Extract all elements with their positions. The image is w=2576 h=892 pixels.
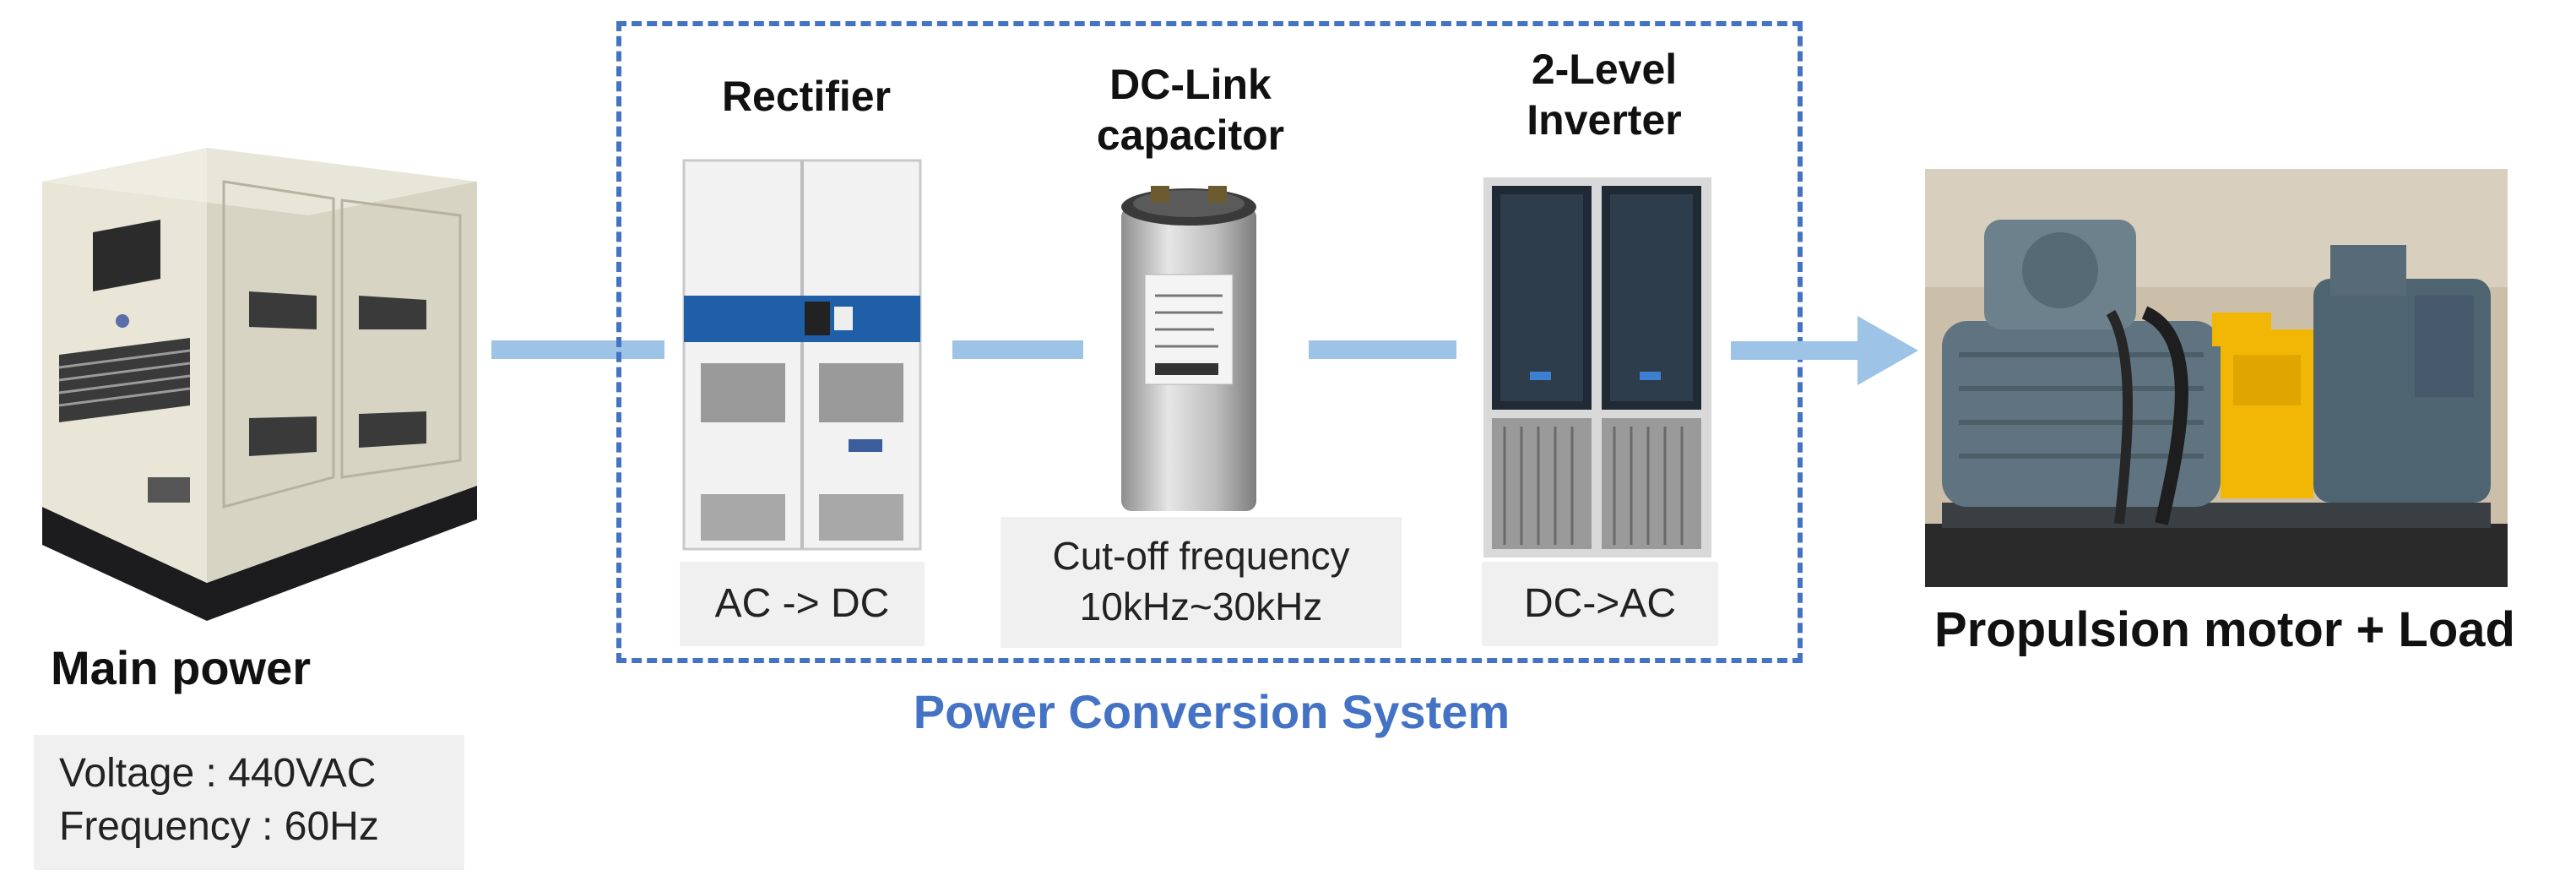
rectifier-note: AC -> DC	[714, 581, 890, 626]
rectifier-note-box: AC -> DC	[680, 562, 925, 646]
main-power-specs-box: Voltage : 440VAC Frequency : 60Hz	[34, 735, 464, 870]
rectifier-cabinet-image	[680, 156, 925, 553]
capacitor-title-line-1: DC-Link	[1109, 61, 1272, 108]
inverter-title-line-2: Inverter	[1527, 96, 1682, 144]
capacitor-note-box: Cut-off frequency 10kHz~30kHz	[1001, 517, 1402, 648]
main-power-title: Main power	[51, 641, 312, 694]
voltage-spec: Voltage : 440VAC	[59, 751, 377, 796]
capacitor-image	[1113, 182, 1265, 515]
connector-capacitor-to-inverter	[1309, 340, 1456, 359]
capacitor-note-line-2: 10kHz~30kHz	[1079, 585, 1323, 628]
inverter-note-box: DC->AC	[1482, 562, 1718, 646]
capacitor-title-line-2: capacitor	[1096, 112, 1285, 159]
capacitor-title: DC-Link capacitor	[1039, 59, 1342, 160]
capacitor-note-line-1: Cut-off frequency	[1052, 534, 1350, 578]
inverter-image	[1479, 173, 1716, 562]
rectifier-title: Rectifier	[721, 73, 892, 120]
inverter-title-line-1: 2-Level	[1531, 46, 1678, 93]
generator-image	[21, 122, 477, 625]
inverter-title: 2-Level Inverter	[1465, 44, 1744, 145]
motor-load-image	[1925, 169, 2508, 587]
motor-load-title: Propulsion motor + Load	[1934, 602, 2515, 657]
connector-arrow-pcs-to-motor	[1731, 313, 1925, 389]
pcs-label: Power Conversion System	[913, 685, 1510, 738]
frequency-spec: Frequency : 60Hz	[59, 804, 379, 849]
connector-rectifier-to-capacitor	[952, 340, 1083, 359]
inverter-note: DC->AC	[1523, 581, 1677, 626]
